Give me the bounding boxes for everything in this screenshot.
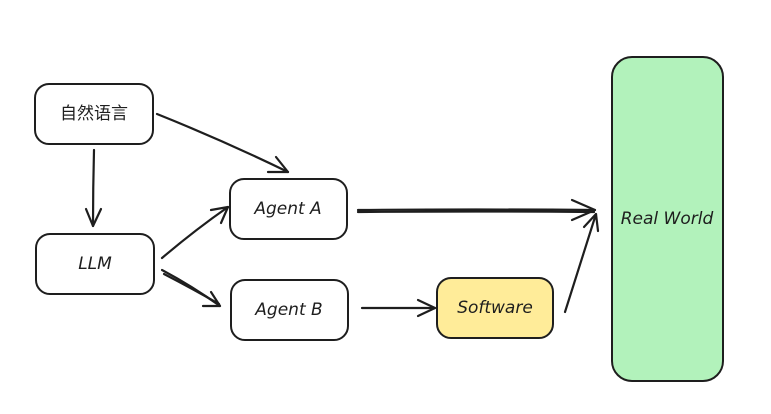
node-real-world-box — [611, 56, 724, 382]
node-agent-b-label: Agent B — [254, 300, 322, 320]
node-natural-language-label: 自然语言 — [60, 104, 128, 124]
node-natural-language[interactable]: 自然语言 — [34, 83, 154, 145]
edge-agent-b-to-software — [360, 298, 437, 318]
node-software-box — [436, 277, 554, 339]
edge-agent-a-to-real-world — [356, 198, 597, 222]
node-agent-a-box — [229, 178, 348, 240]
node-agent-b-box — [230, 279, 349, 341]
node-software[interactable]: Software — [436, 277, 554, 339]
node-llm[interactable]: LLM — [35, 233, 155, 295]
node-llm-box — [35, 233, 155, 295]
node-software-label: Software — [457, 298, 533, 318]
edge-llm-to-agent-b — [160, 268, 222, 308]
node-agent-a[interactable]: Agent A — [229, 178, 348, 240]
edge-software-to-real-world — [563, 212, 600, 314]
node-agent-a-label: Agent A — [253, 199, 321, 219]
edge-llm-to-agent-a — [160, 205, 230, 260]
node-agent-b[interactable]: Agent B — [230, 279, 349, 341]
node-llm-label: LLM — [78, 254, 112, 274]
node-real-world[interactable]: Real World — [611, 56, 724, 382]
node-real-world-label: Real World — [621, 209, 714, 229]
edges — [84, 112, 600, 318]
edge-natural-language-to-llm — [84, 148, 103, 228]
node-natural-language-box — [34, 83, 154, 145]
edge-natural-language-to-agent-a — [155, 112, 290, 174]
